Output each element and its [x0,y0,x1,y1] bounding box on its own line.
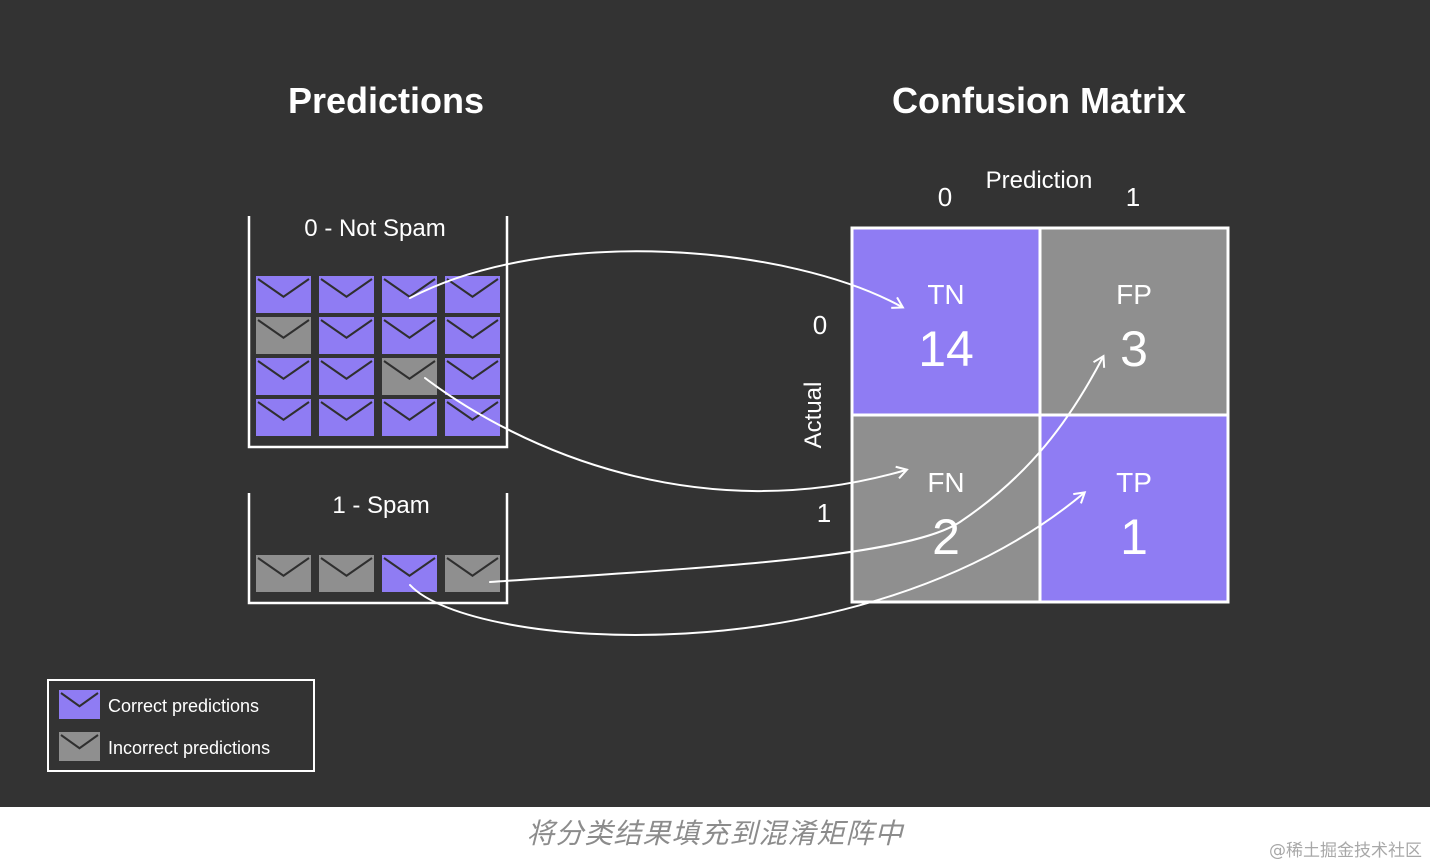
bucket-spam: 1 - Spam [247,492,509,605]
bucket-label-spam: 1 - Spam [332,492,429,519]
email-grid-not-spam [256,276,500,436]
cell-tn-value: 14 [918,321,974,377]
arrows [409,250,1106,636]
email-not-spam-icon-r2-c1 [256,317,311,354]
cell-tp-value: 1 [1120,509,1148,565]
cell-tn: TN 14 [850,226,1042,417]
legend-incorrect-envelope-icon [59,732,100,761]
email-not-spam-icon-r3-c2 [319,358,374,395]
row-tick-1: 1 [817,498,831,528]
email-not-spam-icon-r3-c1 [256,358,311,395]
row-tick-0: 0 [813,310,827,340]
email-not-spam-icon-r4-c1 [256,399,311,436]
actual-axis-label: Actual [800,382,827,449]
cell-fn: FN 2 [850,413,1042,604]
predictions-title: Predictions [288,80,484,121]
email-spam-icon-r1-c4 [445,555,500,592]
legend: Correct predictions Incorrect prediction… [47,679,315,772]
email-spam-icon-r1-c1 [256,555,311,592]
cell-fn-label: FN [927,467,964,498]
email-not-spam-icon-r1-c2 [319,276,374,313]
cell-tp-label: TP [1116,467,1152,498]
email-not-spam-icon-r1-c4 [445,276,500,313]
cell-tp: TP 1 [1038,413,1230,604]
cell-fp-label: FP [1116,279,1152,310]
col-tick-0: 0 [938,182,952,212]
arrow-to-tp [409,491,1087,636]
cell-fn-value: 2 [932,509,960,565]
email-not-spam-icon-r1-c3 [382,276,437,313]
cell-fp-value: 3 [1120,321,1148,377]
email-spam-icon-r1-c2 [319,555,374,592]
email-not-spam-icon-r1-c1 [256,276,311,313]
email-grid-spam [256,555,500,592]
cell-fp: FP 3 [1038,226,1230,417]
email-not-spam-icon-r4-c4 [445,399,500,436]
confusion-matrix-title: Confusion Matrix [892,80,1186,121]
cell-tn-label: TN [927,279,964,310]
figure-caption: 将分类结果填充到混淆矩阵中 [526,817,904,850]
email-spam-icon-r1-c3 [382,555,437,592]
legend-correct-envelope-icon [59,690,100,719]
watermark: @稀土掘金技术社区 [1269,841,1422,861]
legend-icons [59,690,100,761]
email-not-spam-icon-r4-c3 [382,399,437,436]
email-not-spam-icon-r2-c4 [445,317,500,354]
confusion-matrix: TN 14 FP 3 FN 2 TP 1 [850,226,1230,604]
prediction-axis-label: Prediction [986,167,1093,194]
arrow-to-tn [409,250,905,309]
col-tick-1: 1 [1126,182,1140,212]
email-not-spam-icon-r3-c4 [445,358,500,395]
bucket-label-not-spam: 0 - Not Spam [304,215,445,242]
legend-correct-label: Correct predictions [108,696,259,716]
confusion-matrix-diagram: Predictions Confusion Matrix 0 - Not Spa… [47,80,1230,772]
email-not-spam-icon-r2-c2 [319,317,374,354]
arrow-to-fp [489,354,1106,583]
diagram-canvas: Predictions Confusion Matrix 0 - Not Spa… [0,0,1430,807]
arrow-to-fn [424,377,909,493]
bucket-not-spam: 0 - Not Spam [247,215,509,449]
email-not-spam-icon-r2-c3 [382,317,437,354]
legend-incorrect-label: Incorrect predictions [108,738,270,758]
email-not-spam-icon-r3-c3 [382,358,437,395]
email-not-spam-icon-r4-c2 [319,399,374,436]
